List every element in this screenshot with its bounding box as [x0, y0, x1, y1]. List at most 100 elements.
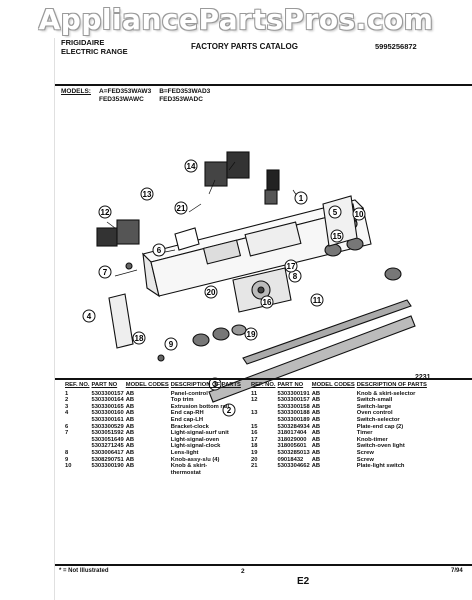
description-line: Screw: [356, 449, 374, 456]
callout-11: 11: [310, 293, 324, 307]
description-cell: Switch-oven light: [357, 443, 429, 450]
description-line: Light-signal-surf unit: [170, 430, 229, 437]
part-no-cell: 5303300189: [277, 416, 310, 423]
ref-no-cell: [251, 417, 277, 424]
description-cell: Light-signal-oven: [171, 437, 243, 444]
ref-no-cell: 7: [65, 430, 69, 437]
description-cell: Light-signal-clock: [171, 443, 243, 450]
parts-table-left: REF. NO. PART NO MODEL CODES DESCRIPTION…: [65, 382, 243, 476]
model-code-cell: AB: [311, 416, 321, 423]
svg-text:16: 16: [263, 298, 272, 307]
control-cutout: [244, 221, 302, 257]
ref-no-cell: 20: [251, 456, 258, 463]
model-code-cell: AB: [125, 463, 135, 470]
top-trim: [242, 299, 412, 365]
description-cell: Knob-timer: [357, 437, 429, 444]
part-no-cell: 5303285013: [277, 449, 310, 456]
model-code: FED353WAWC: [98, 96, 144, 103]
callout-14: 14: [184, 159, 198, 173]
part-no-cell: 5303300164: [91, 397, 124, 404]
description-cell: Light-signal-surf unit: [171, 430, 243, 437]
description-line: Plate-light switch: [356, 463, 405, 470]
callout-leader: [188, 203, 202, 213]
description-cell: Knob-assy-s/u (4): [171, 457, 243, 464]
svg-text:5: 5: [333, 208, 338, 217]
model-code-cell: AB: [311, 390, 321, 397]
model-code-cell: AB: [125, 443, 135, 450]
description-cell: Knob & skirt-thermostat: [171, 463, 243, 476]
bracket-clock: [174, 227, 200, 251]
model-code: B=FED353WAD3: [159, 88, 211, 95]
description-line: Light-signal-clock: [170, 443, 221, 450]
ref-no-cell: 15: [251, 423, 258, 430]
switch-oven-light: [266, 169, 280, 191]
ref-no-cell: 9: [65, 456, 69, 463]
part-no-cell: 5303006417: [91, 449, 124, 456]
model-code-cell: AB: [125, 423, 135, 430]
model-code-cell: AB: [311, 397, 321, 404]
col-header-description: DESCRIPTION OF PARTS: [170, 382, 241, 388]
ref-no-cell: 10: [65, 463, 72, 470]
table-header-row: REF. NO. PART NO MODEL CODES DESCRIPTION…: [65, 382, 243, 391]
part-no-cell: 5303300165: [91, 403, 124, 410]
ref-no-cell: [251, 404, 277, 411]
model-code-cell: AB: [125, 449, 135, 456]
part-no-cell: 5303300529: [91, 423, 124, 430]
callout-15: 15: [330, 229, 344, 243]
model-code-cell: AB: [125, 403, 135, 410]
screw: [157, 354, 165, 362]
callout-8: 8: [288, 269, 302, 283]
callout-16: 16: [260, 295, 274, 309]
description-line: Knob-timer: [356, 436, 388, 443]
callout-leader: [114, 269, 138, 277]
models-list: MODELS: A=FED353WAW3 FED353WAWC B=FED353…: [61, 88, 210, 104]
part-no-cell: 5303300158: [277, 403, 310, 410]
model-code-cell: AB: [311, 403, 321, 410]
description-line: Top trim: [170, 397, 194, 404]
model-code-cell: AB: [125, 436, 135, 443]
svg-text:10: 10: [355, 210, 364, 219]
callout-20: 20: [204, 285, 218, 299]
part-no-cell: 5303300190: [91, 463, 124, 470]
col-header-model: MODEL CODES: [311, 382, 355, 388]
callout-2: 2: [222, 403, 236, 417]
description-cell: Screw: [357, 457, 429, 464]
callout-9: 9: [164, 337, 178, 351]
description-cell: End cap-RH: [171, 410, 243, 417]
callout-10: 10: [352, 207, 366, 221]
callout-17: 17: [284, 259, 298, 273]
callout-18: 18: [132, 331, 146, 345]
description-line: thermostat: [170, 469, 201, 476]
ref-no-cell: [65, 437, 91, 444]
svg-text:4: 4: [87, 312, 92, 321]
part-no-cell: 5303300191: [277, 390, 310, 397]
svg-text:17: 17: [287, 262, 296, 271]
callout-6: 6: [152, 243, 166, 257]
footer-divider: [55, 564, 472, 566]
part-no-cell: 5303300157: [91, 390, 124, 397]
ref-no-cell: 8: [65, 449, 69, 456]
model-code-cell: AB: [125, 430, 135, 437]
description-cell: Plate-light switch: [357, 463, 429, 470]
part-no-cell: 318005601: [277, 443, 307, 450]
svg-text:20: 20: [207, 288, 216, 297]
parts-table-right: REF. NO. PART NO MODEL CODES DESCRIPTION…: [251, 382, 429, 470]
knob-skirt: [231, 324, 247, 336]
diagram-drawing: 1 2 3 4 5 6 7 8 9 10 11 12 13 14 15 16 1…: [82, 151, 416, 417]
ref-no-cell: 18: [251, 443, 258, 450]
callout-12: 12: [98, 205, 112, 219]
callout-5: 5: [328, 205, 342, 219]
model-code-cell: AB: [125, 416, 135, 423]
description-line: Bracket-clock: [170, 423, 209, 430]
description-line: Knob & skirt-selector: [356, 390, 416, 397]
callout-leader: [228, 161, 236, 171]
